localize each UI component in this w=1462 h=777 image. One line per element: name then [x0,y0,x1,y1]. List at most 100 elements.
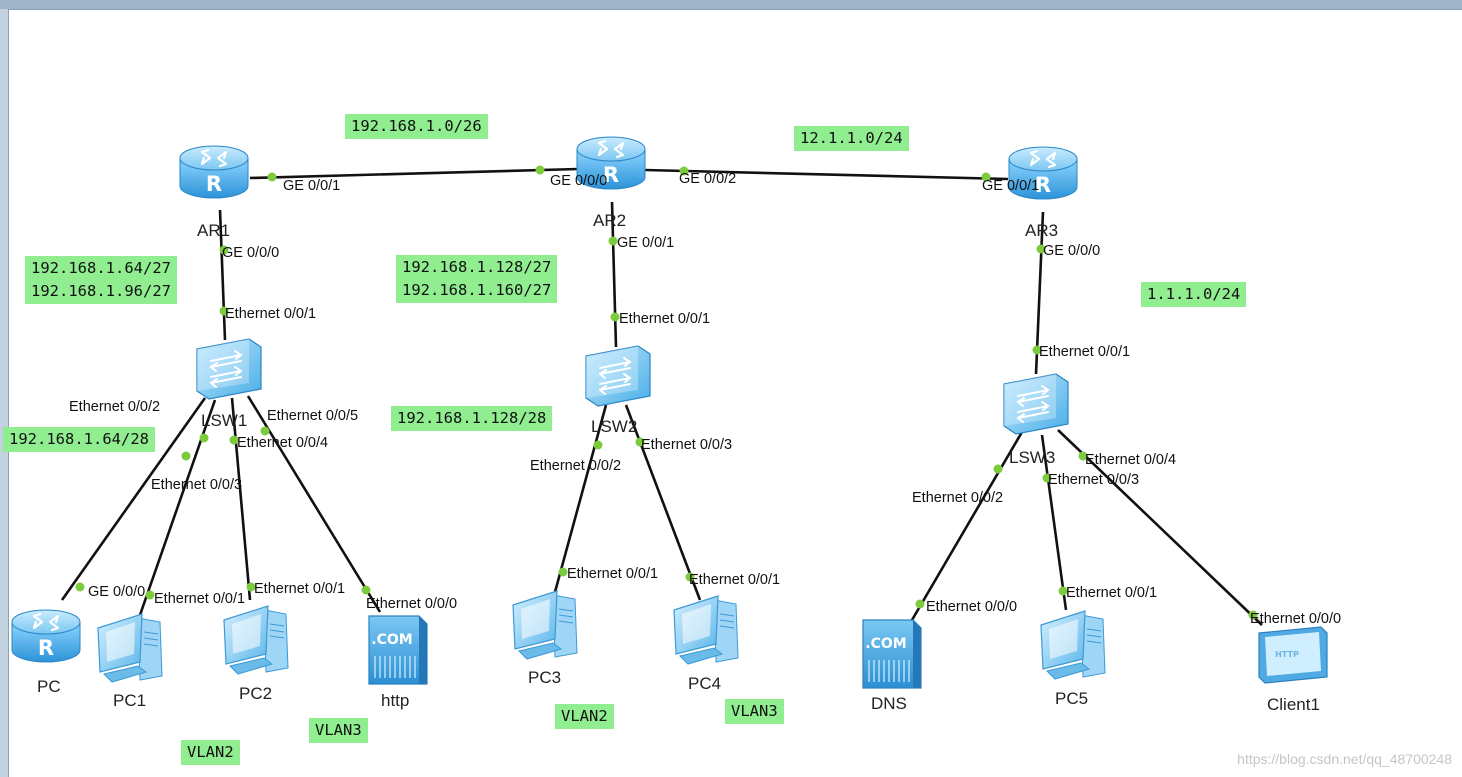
port-label-ar3-ge000: GE 0/0/0 [1043,243,1100,259]
device-lsw1[interactable]: LSW1 [196,338,262,430]
server-icon [368,615,428,685]
port-label-lsw1-e2: Ethernet 0/0/2 [69,399,160,415]
device-lsw2[interactable]: LSW2 [585,345,651,436]
pc-icon [223,605,289,675]
port-label-ar2-ge002: GE 0/0/2 [679,171,736,187]
network-tag-lsw1: 192.168.1.64/28 [3,427,155,452]
vlan-tag-vlan2-lsw2: VLAN2 [555,704,614,729]
port-dot [608,236,618,246]
device-ar3[interactable]: R AR3 [1007,145,1079,240]
link-ar2-ar3 [644,168,1009,181]
port-dot [75,582,85,592]
port-label-ar2-ge000: GE 0/0/0 [550,173,607,189]
port-dot [1032,345,1042,355]
device-label-lsw2: LSW2 [591,417,637,436]
device-ar2[interactable]: R AR2 [575,135,647,230]
port-label-pc1-e1: Ethernet 0/0/1 [154,591,245,607]
port-dots [75,165,1258,620]
port-dot [635,437,645,447]
device-lsw3[interactable]: LSW3 [1003,373,1069,467]
port-dot [199,433,209,443]
watermark: https://blog.csdn.net/qq_48700248 [1237,751,1452,767]
link-lsw3-dns [910,431,1024,621]
server-icon [862,619,922,689]
port-label-lsw3-e4: Ethernet 0/0/4 [1085,452,1176,468]
window-left-inner-border [8,9,9,777]
device-label-dns: DNS [871,694,907,713]
device-label-ar3: AR3 [1025,221,1058,240]
port-label-dns-e0: Ethernet 0/0/0 [926,599,1017,615]
port-label-ar1-ge001: GE 0/0/1 [283,178,340,194]
client-http-label: HTTP [1275,650,1299,659]
network-tag-ar2-ar3: 12.1.1.0/24 [794,126,909,151]
device-label-pc1: PC1 [113,691,146,710]
port-dot [593,440,603,450]
port-label-lsw3-e1: Ethernet 0/0/1 [1039,344,1130,360]
device-label-pc3: PC3 [528,668,561,687]
device-label-lsw3: LSW3 [1009,448,1055,467]
device-pc4[interactable]: PC4 [673,595,739,693]
pc-icon [673,595,739,665]
router-glyph: R [603,163,619,187]
router-glyph: R [38,636,54,660]
device-client1[interactable]: HTTP Client1 [1258,626,1328,714]
window-top-border [0,0,1462,9]
network-tag-ar1-lan: 192.168.1.64/27 192.168.1.96/27 [25,256,177,304]
port-dot [229,435,239,445]
device-pc1[interactable]: PC1 [97,613,163,710]
server-com-label: .COM [371,632,412,648]
device-dns[interactable]: .COM DNS [862,619,922,713]
port-dot [267,172,277,182]
device-label-client1: Client1 [1267,695,1320,714]
port-dot [260,426,270,436]
port-label-pc5-e1: Ethernet 0/0/1 [1066,585,1157,601]
pc-icon [1040,610,1106,680]
port-dot [993,464,1003,474]
device-label-ar2: AR2 [593,211,626,230]
link-lsw1-pc2 [230,397,252,601]
link-lsw2-pc4 [624,404,702,601]
port-dot [1248,610,1258,620]
window-left-border [0,9,8,777]
port-label-lsw3-e3: Ethernet 0/0/3 [1048,472,1139,488]
network-tag-ar3-lan: 1.1.1.0/24 [1141,282,1247,307]
port-dot [1078,451,1088,461]
network-tag-lsw2: 192.168.1.128/28 [391,406,553,431]
pc-icon [97,613,163,683]
port-dot [1058,586,1068,596]
port-label-ar2-ge001: GE 0/0/1 [617,235,674,251]
vlan-tag-vlan2-lsw1: VLAN2 [181,740,240,765]
port-dot [246,582,256,592]
link-ar1-ar2 [249,167,579,180]
device-pc[interactable]: R PC [10,608,82,696]
port-label-lsw2-e2: Ethernet 0/0/2 [530,458,621,474]
port-label-lsw1-e3: Ethernet 0/0/3 [151,477,242,493]
device-label-lsw1: LSW1 [201,411,247,430]
device-label-pc2: PC2 [239,684,272,703]
port-dot [610,312,620,322]
port-dot [145,590,155,600]
link-ar2-lsw2 [610,201,618,348]
links [60,167,1263,626]
port-dot [915,599,925,609]
device-label-pc: PC [37,677,61,696]
switch-icon [196,338,262,400]
port-label-lsw3-e2: Ethernet 0/0/2 [912,490,1003,506]
device-ar1[interactable]: R AR1 [178,144,250,240]
port-label-pc-ge000: GE 0/0/0 [88,584,145,600]
device-pc3[interactable]: PC3 [512,590,578,687]
port-label-lsw1-e5: Ethernet 0/0/5 [267,408,358,424]
network-tag-ar1-ar2: 192.168.1.0/26 [345,114,488,139]
port-label-pc4-e1: Ethernet 0/0/1 [689,572,780,588]
device-http[interactable]: .COM http [368,615,428,710]
port-label-lsw2-e3: Ethernet 0/0/3 [641,437,732,453]
device-pc2[interactable]: PC2 [223,605,289,703]
port-label-lsw1-e1: Ethernet 0/0/1 [225,306,316,322]
device-pc5[interactable]: PC5 [1040,610,1106,708]
switch-icon [585,345,651,407]
link-ar1-lsw1 [218,209,227,341]
pc-icon [512,590,578,660]
link-lsw1-http [246,395,382,613]
port-label-http-e0: Ethernet 0/0/0 [366,596,457,612]
